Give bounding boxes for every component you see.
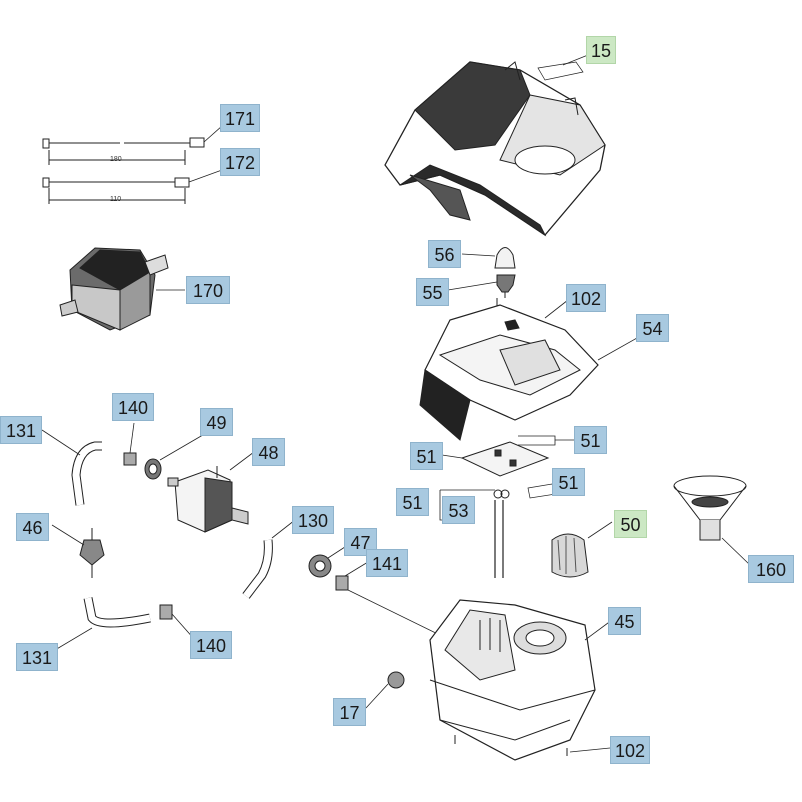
label-part-141: 141 — [366, 549, 408, 577]
part-56-knob-cap — [461, 247, 516, 269]
label-part-49: 49 — [200, 408, 233, 436]
part-54-inner-housing — [419, 304, 638, 441]
label-part-172: 172 — [220, 148, 260, 176]
label-part-17: 17 — [333, 698, 366, 726]
part-130-hose — [242, 519, 296, 599]
part-102-screw-lower — [454, 735, 611, 756]
reference-note-15 — [537, 61, 584, 81]
part-47-seal — [308, 544, 349, 578]
part-170-pump-module — [59, 247, 185, 331]
label-part-131-lower: 131 — [16, 643, 58, 671]
label-part-55: 55 — [416, 278, 449, 306]
label-part-47: 47 — [344, 528, 377, 556]
part-131-hose-upper — [41, 429, 102, 506]
part-49-seal-ring — [144, 431, 209, 480]
part-55-valve — [447, 274, 516, 298]
part-171-cable — [42, 125, 223, 165]
label-part-170: 170 — [186, 276, 230, 304]
part-15-top-cover — [384, 61, 606, 237]
label-part-102-upper: 102 — [566, 284, 606, 312]
label-part-131-upper: 131 — [0, 416, 42, 444]
label-part-48: 48 — [252, 438, 285, 466]
part-46-check-valve — [51, 524, 105, 578]
label-part-56: 56 — [428, 240, 461, 268]
label-part-15: 15 — [586, 36, 616, 64]
label-part-140-upper: 140 — [112, 393, 154, 421]
label-part-130: 130 — [292, 506, 334, 534]
part-45-base-housing — [429, 599, 613, 761]
part-160-funnel — [673, 475, 751, 566]
label-part-51-left: 51 — [396, 488, 429, 516]
label-part-102-lower: 102 — [610, 736, 650, 764]
part-140-nut-lower — [159, 604, 196, 641]
label-part-140-lower: 140 — [190, 631, 232, 659]
part-17-plug — [365, 671, 405, 709]
label-part-53: 53 — [442, 496, 475, 524]
part-50-filter-knob — [551, 521, 613, 578]
part-172-cable — [42, 169, 223, 204]
part-131-hose-lower — [54, 597, 151, 651]
label-part-51-rods: 51 — [552, 468, 585, 496]
dimension-180: 180 — [110, 156, 122, 163]
label-part-171: 171 — [220, 104, 260, 132]
label-part-51-board: 51 — [410, 442, 443, 470]
part-53-rods — [493, 489, 510, 578]
dimension-110: 110 — [110, 196, 122, 203]
part-140-nut-upper — [123, 422, 137, 466]
part-141-nut — [335, 561, 451, 641]
label-part-50: 50 — [614, 510, 647, 538]
label-part-51-right: 51 — [574, 426, 607, 454]
label-part-45: 45 — [608, 607, 641, 635]
label-part-54: 54 — [636, 314, 669, 342]
label-part-160: 160 — [748, 555, 794, 583]
part-48-pump — [167, 451, 255, 533]
part-51-circuit-board — [441, 441, 550, 477]
label-part-46: 46 — [16, 513, 49, 541]
